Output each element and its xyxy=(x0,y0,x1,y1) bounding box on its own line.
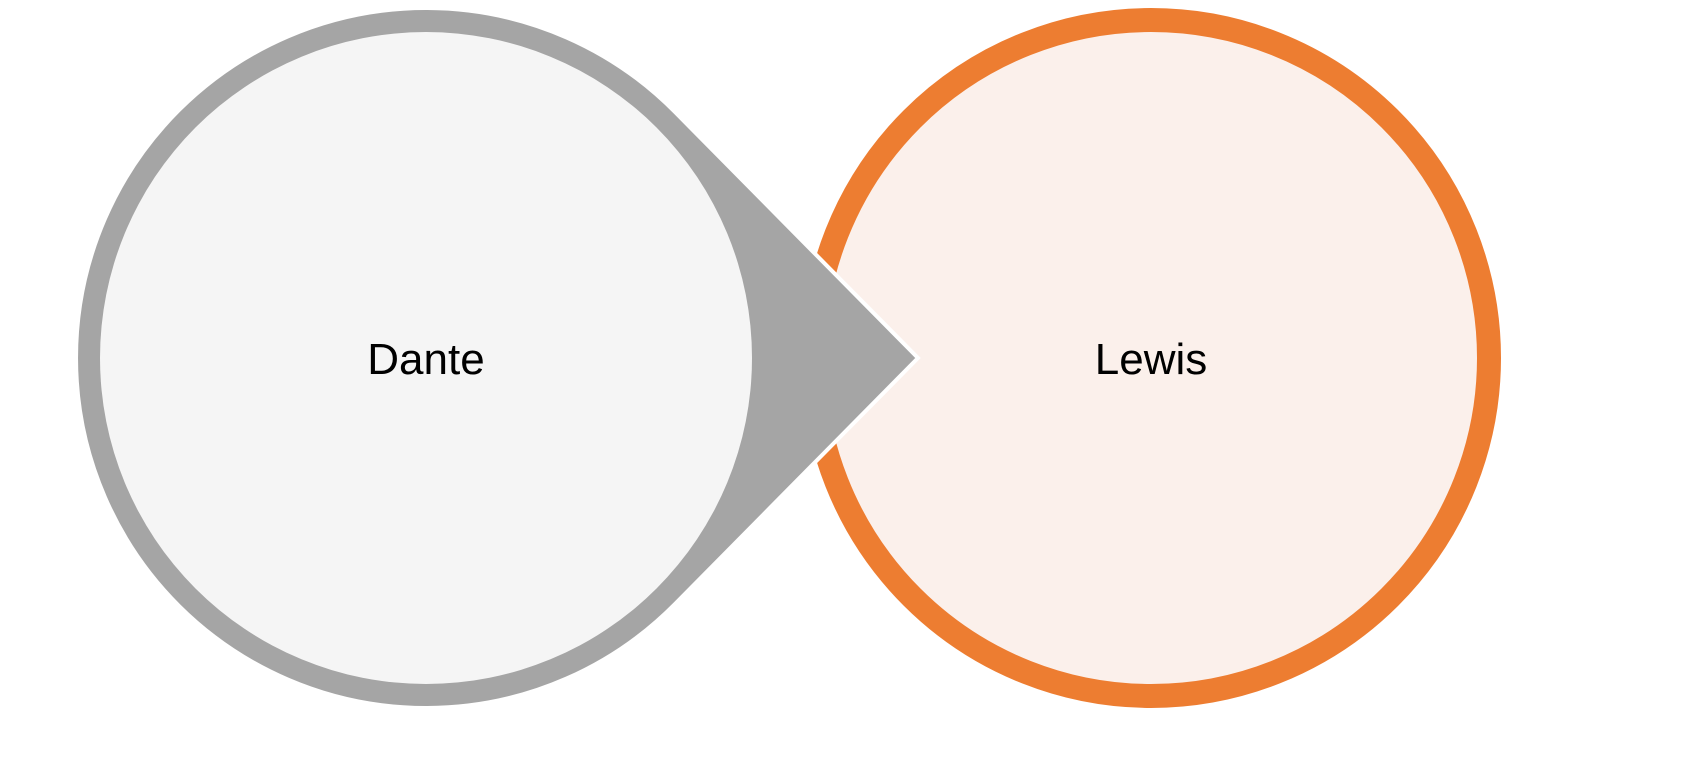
node-dante: Dante xyxy=(74,6,921,710)
lewis-label: Lewis xyxy=(1095,335,1208,384)
dante-inner-circle xyxy=(100,32,752,684)
dante-label: Dante xyxy=(367,335,484,384)
